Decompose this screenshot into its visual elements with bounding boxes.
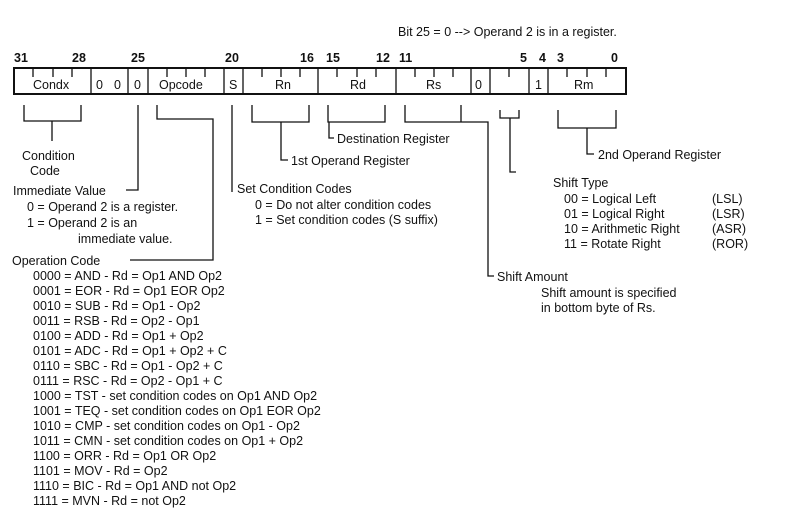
field-condx: Condx — [33, 78, 70, 92]
opcode-item: 0110 = SBC - Rd = Op1 - Op2 + C — [33, 359, 223, 373]
opcode-item: 1001 = TEQ - set condition codes on Op1 … — [33, 404, 321, 418]
immediate-value-1: 1 = Operand 2 is an — [27, 216, 137, 230]
field-bit26: 0 — [114, 78, 121, 92]
bit-20: 20 — [225, 51, 239, 65]
first-operand-register-label: 1st Operand Register — [291, 154, 410, 168]
opcode-list: 0000 = AND - Rd = Op1 AND Op2 0001 = EOR… — [33, 269, 321, 508]
bit-31: 31 — [14, 51, 28, 65]
opcode-item: 0101 = ADC - Rd = Op1 + Op2 + C — [33, 344, 227, 358]
field-rs: Rs — [426, 78, 441, 92]
bit-28: 28 — [72, 51, 86, 65]
opcode-item: 1010 = CMP - set condition codes on Op1 … — [33, 419, 300, 433]
shift-type-list: 00 = Logical Left (LSL) 01 = Logical Righ… — [564, 192, 748, 251]
field-opcode: Opcode — [159, 78, 203, 92]
shift-amount-desc-2: in bottom byte of Rs. — [541, 301, 656, 315]
opcode-item: 0010 = SUB - Rd = Op1 - Op2 — [33, 299, 200, 313]
shift-type-lsl-abbr: (LSL) — [712, 192, 743, 206]
shift-type-asr-abbr: (ASR) — [712, 222, 746, 236]
field-bit27: 0 — [96, 78, 103, 92]
destination-register-label: Destination Register — [337, 132, 450, 146]
set-condition-codes-1: 1 = Set condition codes (S suffix) — [255, 213, 438, 227]
field-s: S — [229, 78, 237, 92]
bit25-note: Bit 25 = 0 --> Operand 2 is in a registe… — [398, 25, 617, 39]
second-operand-register-label: 2nd Operand Register — [598, 148, 721, 162]
shift-type-asr: 10 = Arithmetic Right — [564, 222, 680, 236]
bit-0: 0 — [611, 51, 618, 65]
instruction-word: Condx 0 0 0 Opcode S Rn Rd Rs 0 1 Rm — [13, 67, 627, 95]
field-rd: Rd — [350, 78, 366, 92]
field-bit25: 0 — [134, 78, 141, 92]
immediate-value-0: 0 = Operand 2 is a register. — [27, 200, 178, 214]
opcode-item: 1100 = ORR - Rd = Op1 OR Op2 — [33, 449, 216, 463]
opcode-item: 0000 = AND - Rd = Op1 AND Op2 — [33, 269, 222, 283]
shift-amount-desc: Shift amount is specified — [541, 286, 677, 300]
shift-type-lsr-abbr: (LSR) — [712, 207, 745, 221]
shift-type-label: Shift Type — [553, 176, 608, 190]
shift-type-ror: 11 = Rotate Right — [564, 237, 661, 251]
shift-type-lsr: 01 = Logical Right — [564, 207, 665, 221]
opcode-item: 1000 = TST - set condition codes on Op1 … — [33, 389, 317, 403]
condition-code-label: Condition — [22, 149, 75, 163]
bit-25: 25 — [131, 51, 145, 65]
opcode-item: 1101 = MOV - Rd = Op2 — [33, 464, 168, 478]
bit-12: 12 — [376, 51, 390, 65]
set-condition-codes-label: Set Condition Codes — [237, 182, 352, 196]
field-rn: Rn — [275, 78, 291, 92]
field-bit4: 1 — [535, 78, 542, 92]
opcode-item: 0001 = EOR - Rd = Op1 EOR Op2 — [33, 284, 225, 298]
opcode-item: 0011 = RSB - Rd = Op2 - Op1 — [33, 314, 200, 328]
bit-4: 4 — [539, 51, 546, 65]
shift-type-ror-abbr: (ROR) — [712, 237, 748, 251]
opcode-item: 0111 = RSC - Rd = Op2 - Op1 + C — [33, 374, 223, 388]
bit-15: 15 — [326, 51, 340, 65]
operation-code-label: Operation Code — [12, 254, 100, 268]
shift-amount-label: Shift Amount — [497, 270, 568, 284]
bit-5: 5 — [520, 51, 527, 65]
immediate-value-1-cont: immediate value. — [78, 232, 173, 246]
bracket-lines — [23, 105, 617, 277]
field-bit7: 0 — [475, 78, 482, 92]
shift-type-lsl: 00 = Logical Left — [564, 192, 657, 206]
opcode-item: 1011 = CMN - set condition codes on Op1 … — [33, 434, 303, 448]
opcode-item: 1110 = BIC - Rd = Op1 AND not Op2 — [33, 479, 236, 493]
bit-3: 3 — [557, 51, 564, 65]
bit-numbers: 31 28 25 20 16 15 12 11 5 4 3 0 — [14, 51, 618, 65]
opcode-item: 1111 = MVN - Rd = not Op2 — [33, 494, 186, 508]
field-rm: Rm — [574, 78, 593, 92]
immediate-value-label: Immediate Value — [13, 184, 106, 198]
bit-16: 16 — [300, 51, 314, 65]
bit-11: 11 — [399, 51, 412, 65]
set-condition-codes-0: 0 = Do not alter condition codes — [255, 198, 431, 212]
opcode-item: 0100 = ADD - Rd = Op1 + Op2 — [33, 329, 204, 343]
condition-code-label-2: Code — [30, 164, 60, 178]
